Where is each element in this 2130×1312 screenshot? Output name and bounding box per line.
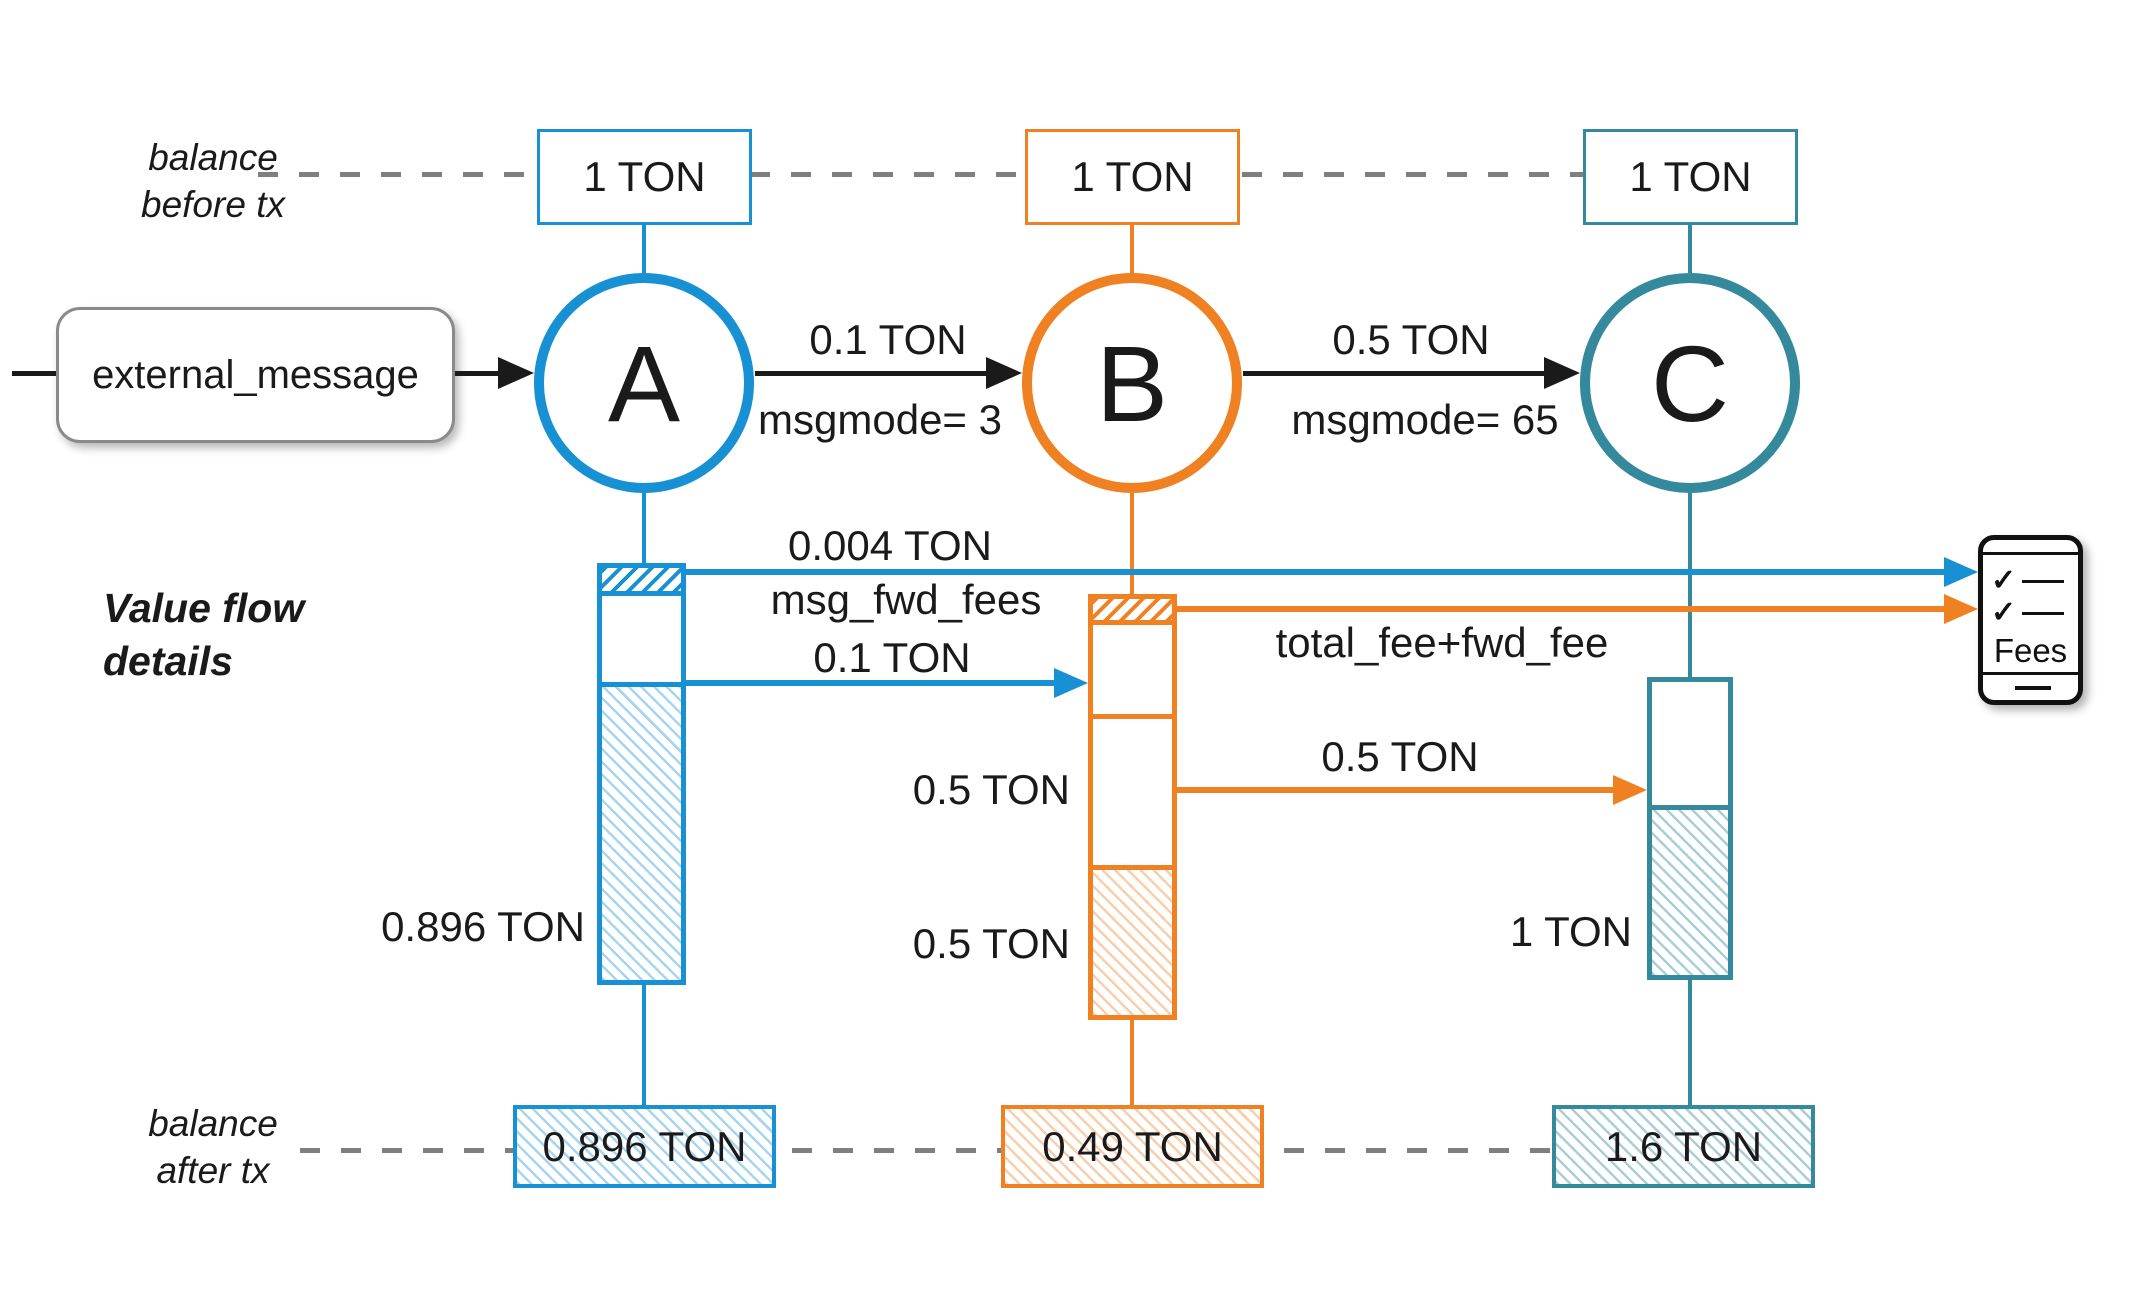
checkmark-icon: ✓ — [1991, 596, 2017, 629]
fees-icon-label: Fees — [1993, 632, 2068, 669]
account-letter-b: B — [1095, 322, 1169, 444]
a-to-b-amount-label: 0.1 TON — [813, 634, 971, 681]
connector-box-circle-a — [642, 225, 646, 273]
balance-before-box-a: 1 TON — [537, 129, 752, 225]
connector-circle-bar-a — [642, 493, 646, 563]
balance-after-value-a: 0.896 TON — [542, 1122, 747, 1170]
external-message-label: external_message — [92, 352, 419, 397]
connector-bar-balance-b — [1130, 1020, 1134, 1105]
balance-after-box-b: 0.49 TON — [1001, 1105, 1264, 1188]
value-bar-b — [1088, 594, 1177, 1020]
check-line — [2022, 611, 2065, 615]
msg-b-c-amount: 0.5 TON — [1332, 316, 1490, 363]
value-bar-c-remainder-segment — [1652, 810, 1728, 975]
balance-before-dashed-line — [258, 172, 1583, 177]
connector-bar-balance-c — [1688, 980, 1692, 1105]
external-message-box: external_message — [56, 307, 455, 443]
balance-before-box-b: 1 TON — [1025, 129, 1240, 225]
msg-a-b-amount: 0.1 TON — [809, 316, 967, 363]
fee-flow-line-a — [686, 569, 1944, 575]
msg-arrow-b-c-line — [1243, 371, 1544, 376]
value-bar-a — [597, 563, 686, 985]
fee-flow-head-a — [1944, 557, 1978, 587]
balance-before-value-a: 1 TON — [583, 153, 706, 200]
account-letter-a: A — [607, 322, 681, 444]
msg-b-c-mode: msgmode= 65 — [1291, 396, 1559, 443]
msg-arrow-a-b-line — [755, 371, 988, 376]
b-to-c-amount-label: 0.5 TON — [1321, 733, 1479, 780]
fees-check-row-1: ✓ — [1991, 564, 2065, 597]
msg-arrow-a-b-head — [986, 357, 1022, 389]
value-bar-c — [1647, 677, 1733, 980]
balance-after-box-a: 0.896 TON — [513, 1105, 776, 1188]
a-remainder-side-label: 0.896 TON — [381, 903, 585, 950]
fees-icon-home-dash — [2015, 686, 2051, 690]
external-left-dash — [12, 371, 56, 376]
account-letter-c: C — [1651, 322, 1729, 444]
b-fee-name-label: total_fee+fwd_fee — [1275, 619, 1609, 666]
external-arrow-line — [455, 371, 500, 376]
a-fee-amount-label: 0.004 TON — [788, 522, 992, 569]
account-circle-c: C — [1580, 273, 1800, 493]
balance-after-box-c: 1.6 TON — [1552, 1105, 1815, 1188]
fees-check-row-2: ✓ — [1991, 596, 2065, 629]
b-remainder-side-label: 0.5 TON — [912, 920, 1070, 967]
a-fee-name-label: msg_fwd_fees — [770, 576, 1042, 623]
account-circle-b: B — [1022, 273, 1242, 493]
balance-after-dashed-line — [300, 1148, 1559, 1153]
value-arrow-a-b-head — [1054, 668, 1088, 698]
value-bar-b-remainder-segment — [1093, 870, 1172, 1015]
msg-a-b-mode: msgmode= 3 — [758, 396, 1002, 443]
connector-box-circle-c — [1688, 225, 1692, 273]
balance-after-value-b: 0.49 TON — [1042, 1122, 1223, 1170]
b-sent-side-label: 0.5 TON — [912, 766, 1070, 813]
value-bar-a-remainder-segment — [602, 687, 681, 980]
value-bar-b-sent-segment — [1093, 719, 1172, 870]
value-arrow-a-b-line — [686, 680, 1054, 686]
c-remainder-side-label: 1 TON — [1509, 908, 1632, 955]
value-bar-b-fee-segment — [1093, 599, 1172, 625]
value-bar-b-received-segment — [1093, 625, 1172, 719]
msg-arrow-b-c-head — [1544, 357, 1580, 389]
external-arrow-head — [498, 357, 534, 389]
connector-circle-bar-b — [1130, 493, 1134, 594]
connector-bar-balance-a — [642, 985, 646, 1105]
connector-circle-bar-c — [1688, 493, 1692, 677]
connector-box-circle-b — [1130, 225, 1134, 273]
balance-before-box-c: 1 TON — [1583, 129, 1798, 225]
balance-after-value-c: 1.6 TON — [1604, 1122, 1763, 1170]
fees-icon: ✓ ✓ Fees — [1978, 535, 2083, 705]
check-line — [2022, 579, 2065, 583]
value-bar-a-fee-segment — [602, 568, 681, 596]
value-arrow-b-c-line — [1177, 787, 1613, 793]
balance-before-value-c: 1 TON — [1629, 153, 1752, 200]
account-circle-a: A — [534, 273, 754, 493]
value-bar-a-sent-segment — [602, 596, 681, 687]
value-arrow-b-c-head — [1613, 775, 1647, 805]
fees-icon-separator — [1983, 672, 2078, 675]
checkmark-icon: ✓ — [1991, 564, 2017, 597]
value-bar-c-received-segment — [1652, 682, 1728, 810]
fee-flow-line-b — [1177, 606, 1944, 612]
fees-icon-top-line — [1983, 552, 2078, 555]
fee-flow-head-b — [1944, 594, 1978, 624]
balance-before-value-b: 1 TON — [1071, 153, 1194, 200]
